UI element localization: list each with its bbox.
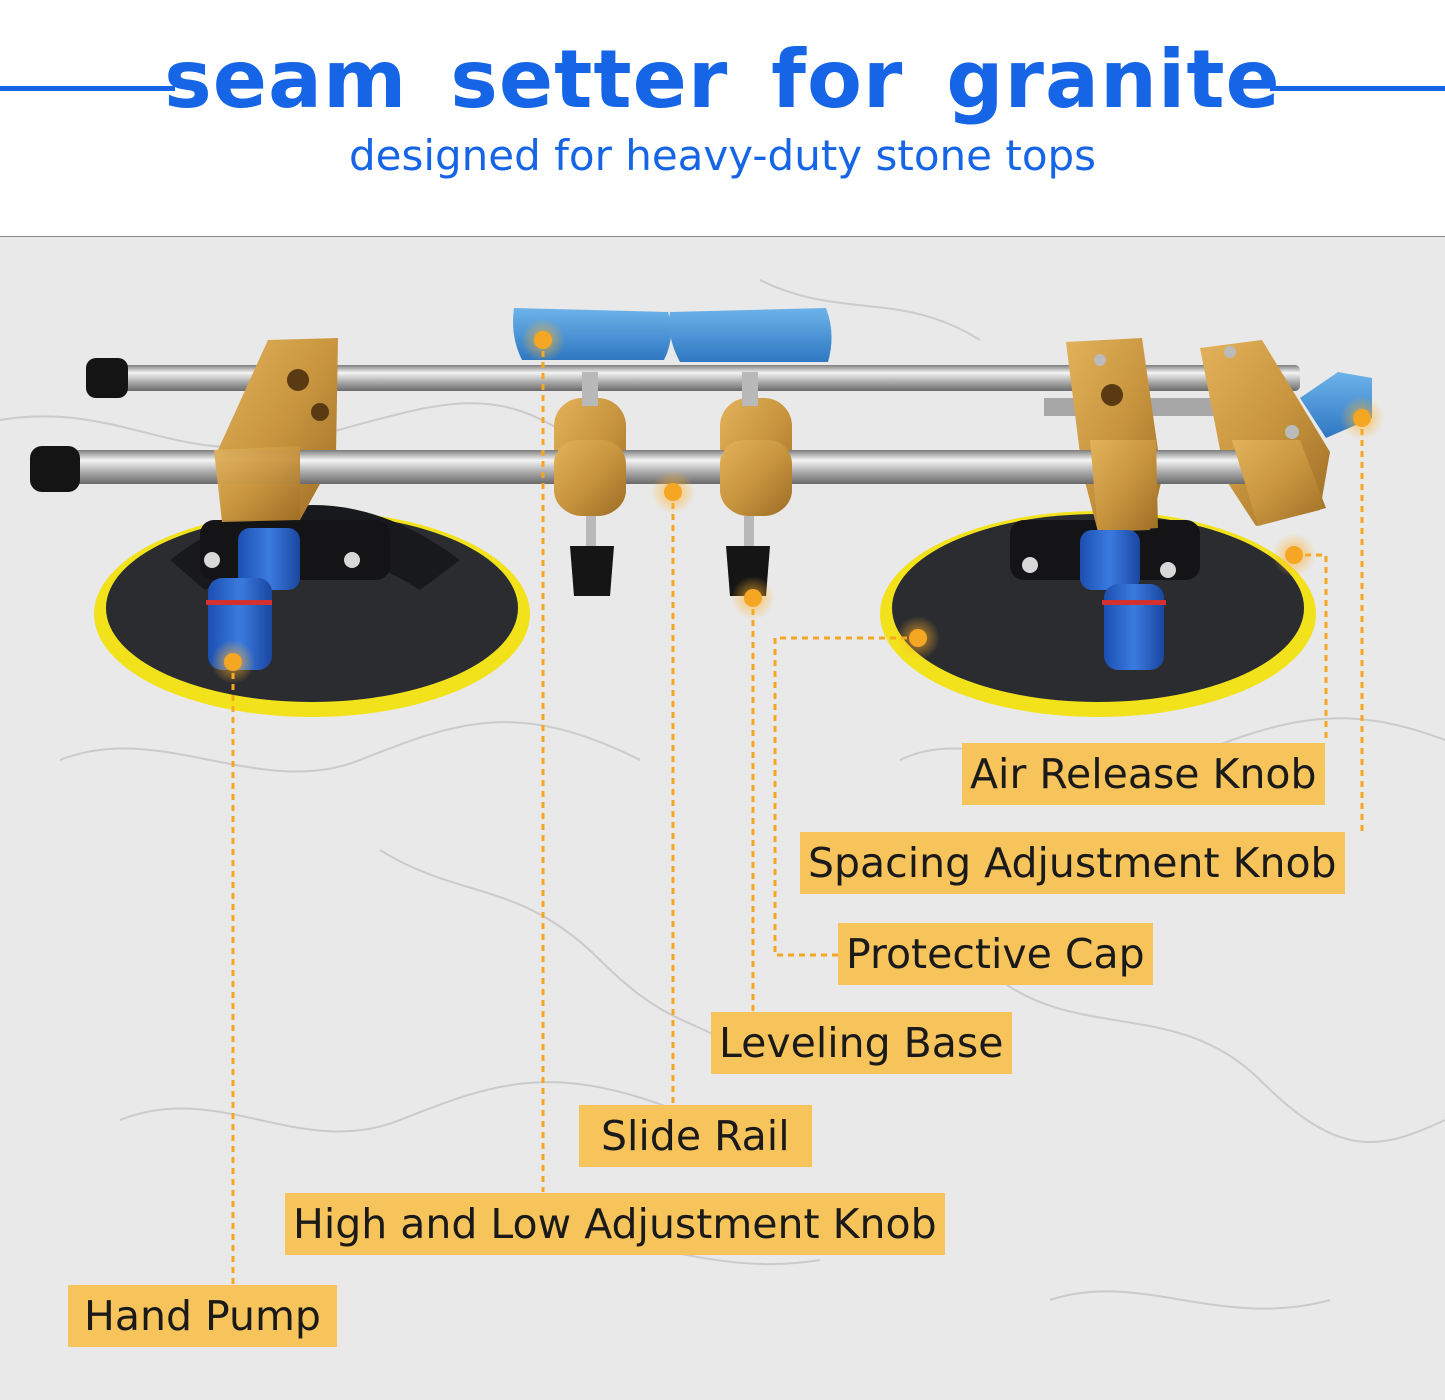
leader-lines: [231, 340, 1364, 1284]
marker-slide-rail: [651, 470, 695, 514]
callout-leveling-base: Leveling Base: [711, 1012, 1012, 1074]
center-left-bracket-front: [554, 440, 626, 514]
marker-hand-pump: [211, 640, 255, 684]
marker-spacing: [1340, 396, 1384, 440]
callout-air-release-knob: Air Release Knob: [962, 743, 1325, 805]
header-banner: seam setter for granite designed for hea…: [0, 0, 1445, 236]
center-right-bracket-front: [720, 440, 792, 514]
leader-protective-cap: [773, 636, 918, 957]
left-block-front: [214, 446, 300, 522]
marker-protective-cap: [896, 616, 940, 660]
callout-spacing-adjustment-knob: Spacing Adjustment Knob: [800, 832, 1345, 894]
marker-air-release: [1272, 533, 1316, 577]
right-end-block-front: [1232, 440, 1326, 526]
rear-rod: [86, 358, 1300, 398]
right-block-front: [1090, 440, 1158, 532]
page-subtitle: designed for heavy-duty stone tops: [348, 131, 1097, 180]
right-hand-pump: [1080, 530, 1166, 670]
title-rule-right: [1270, 86, 1445, 91]
callout-protective-cap: Protective Cap: [838, 923, 1153, 985]
marker-high-low: [521, 318, 565, 362]
page-title: seam setter for granite: [164, 33, 1281, 126]
marker-dots: [211, 318, 1384, 684]
leader-air-release: [1294, 553, 1328, 742]
front-rod: [30, 446, 1266, 492]
callout-slide-rail: Slide Rail: [579, 1105, 812, 1167]
marker-leveling-base: [731, 576, 775, 620]
title-rule-left: [0, 86, 175, 91]
header-divider: [0, 236, 1445, 237]
callout-hand-pump: Hand Pump: [68, 1285, 337, 1347]
callout-high-and-low-adjustment-knob: High and Low Adjustment Knob: [285, 1193, 945, 1255]
